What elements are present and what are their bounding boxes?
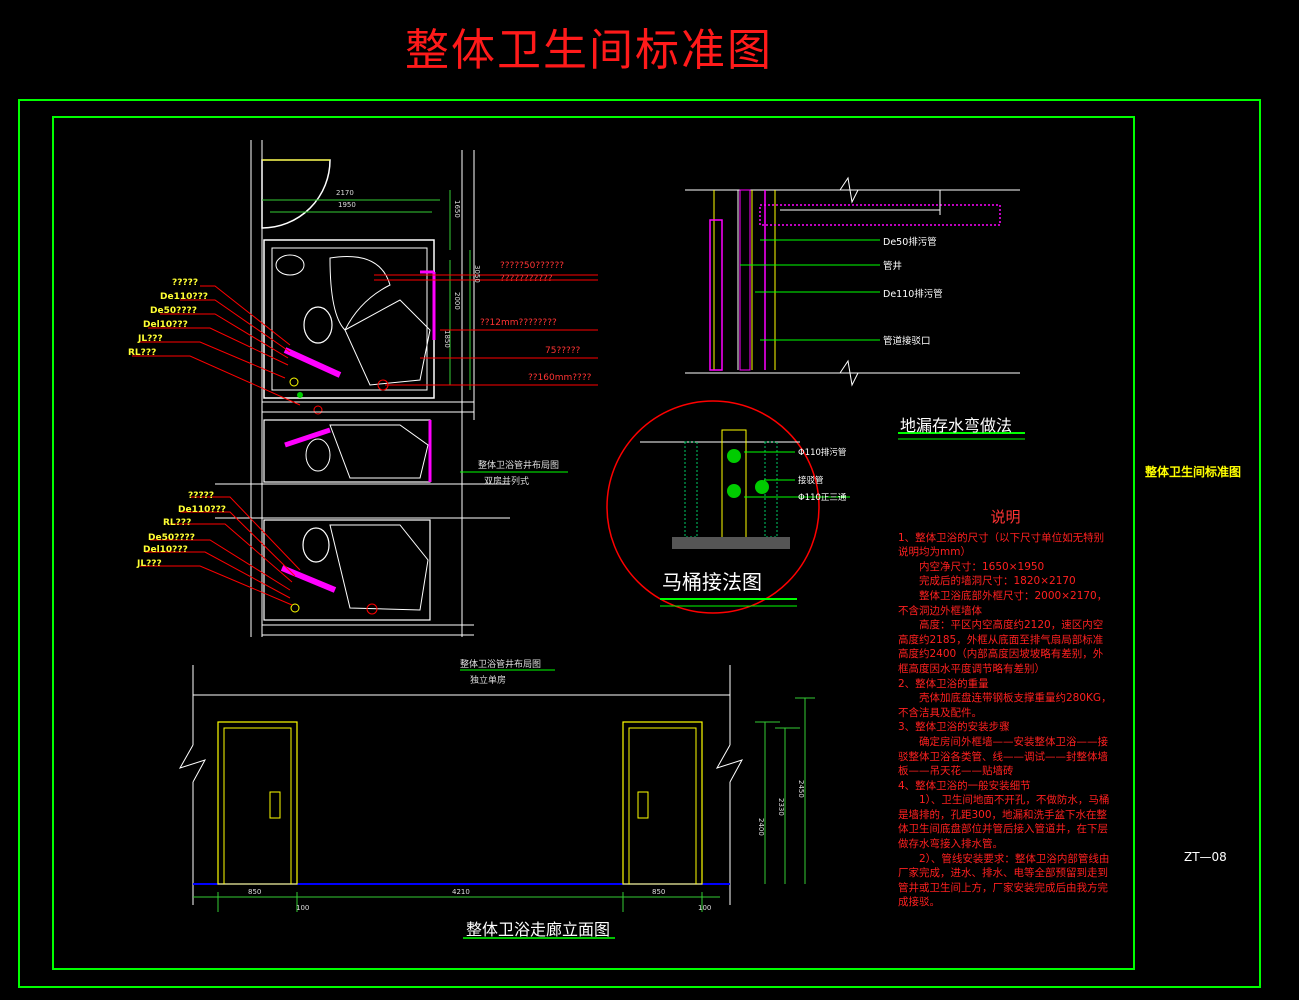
upper-label-5: JL??? <box>138 334 163 344</box>
note-line: 壳体加底盘连带钢板支撑重量约280KG，不含洁具及配件。 <box>898 692 1112 719</box>
lower-plan-caption: 整体卫浴管井布局图 <box>460 660 542 670</box>
title-block-name: 整体卫生间标准图 <box>1145 465 1242 479</box>
upper-label-1: ????? <box>172 278 199 288</box>
elev-side-dim-2: 2330 <box>777 798 785 816</box>
elev-side-dim-1: 2400 <box>757 818 765 836</box>
notes-panel: 说明 1、整体卫浴的尺寸（以下尺寸单位如无特别说明均为mm） 内空净尺寸：165… <box>898 510 1113 910</box>
leaders-lower <box>140 496 301 606</box>
trap-label-de50: De50排污管 <box>883 237 937 248</box>
dim-2000: 2000 <box>453 292 461 310</box>
dim-2170: 2170 <box>336 189 354 197</box>
inner-frame <box>52 116 1135 970</box>
note-line: 2）、管线安装要求：整体卫浴内部管线由厂家完成，进水、排水、电等全部预留到走到管… <box>898 852 1110 909</box>
note-line: 1、整体卫浴的尺寸（以下尺寸单位如无特别说明均为mm） <box>898 531 1105 559</box>
lower-label-1: ????? <box>188 491 215 501</box>
upper-right-label-2: ??????????? <box>500 274 553 284</box>
toilet-label-pipe: Φ110排污管 <box>798 448 847 458</box>
lower-label-5: Del10??? <box>143 545 188 555</box>
note-line: 2、整体卫浴的重量 <box>898 677 989 690</box>
leaders-upper <box>132 274 598 406</box>
trap-detail <box>685 176 1020 387</box>
elev-dim-mid: 4210 <box>452 888 470 896</box>
dim-1950: 1950 <box>338 201 356 209</box>
sheet-number: ZT—08 <box>1184 850 1227 864</box>
elevation-title: 整体卫浴走廊立面图 <box>466 920 611 939</box>
elev-small-dim-2: 100 <box>698 904 712 912</box>
note-line: 确定房间外框墙——安装整体卫浴——接驳整体卫浴各类管、线——调试——封整体墙板—… <box>898 735 1108 778</box>
upper-label-2: De110??? <box>160 292 209 302</box>
dim-3050: 3050 <box>473 265 481 283</box>
note-line: 整体卫浴底部外框尺寸：2000×2170，不含洞边外框墙体 <box>898 589 1108 617</box>
note-line: 1）、卫生间地面不开孔，不做防水，马桶是墙排的，孔距300，地漏和洗手盆下水在整… <box>898 794 1110 851</box>
upper-right-label-3: ??12mm???????? <box>480 318 557 328</box>
elev-side-dim-3: 2450 <box>797 780 805 798</box>
elev-small-dim-1: 100 <box>296 904 310 912</box>
toilet-label-connector: 接驳管 <box>798 476 824 486</box>
elev-dim-left: 850 <box>248 888 262 896</box>
dim-1850: 1850 <box>443 330 451 348</box>
lower-plan-subcaption: 独立单房 <box>470 676 507 686</box>
notes-title: 说明 <box>990 508 1021 526</box>
toilet-detail <box>606 400 1025 614</box>
note-line: 内空净尺寸：1650×1950 <box>898 560 1045 573</box>
upper-plan-subcaption: 双房并列式 <box>484 477 530 487</box>
upper-label-3: De50???? <box>150 306 197 316</box>
upper-plan-caption: 整体卫浴管井布局图 <box>478 461 560 471</box>
trap-detail-title: 地漏存水弯做法 <box>900 416 1013 435</box>
note-line: 高度：平区内空高度约2120，速区内空高度约2185，外框从底面至排气扇局部标准… <box>898 619 1104 675</box>
lower-label-2: De110??? <box>178 505 227 515</box>
toilet-detail-title: 马桶接法图 <box>662 570 762 594</box>
dim-1650: 1650 <box>453 200 461 218</box>
trap-label-joint: 管道接驳口 <box>883 336 931 347</box>
lower-label-6: JL??? <box>137 559 162 569</box>
lower-label-4: De50???? <box>148 533 195 543</box>
upper-right-label-5: ??160mm???? <box>528 373 592 383</box>
trap-label-de110: De110排污管 <box>883 289 943 300</box>
note-line: 4、整体卫浴的一般安装细节 <box>898 779 1031 792</box>
upper-label-4: Del10??? <box>143 320 188 330</box>
corridor-elevation <box>178 665 815 939</box>
elev-dim-right: 850 <box>652 888 666 896</box>
drawing-title: 整体卫生间标准图 <box>405 25 773 76</box>
trap-label-shaft: 管井 <box>883 261 903 272</box>
upper-label-6: RL??? <box>128 348 157 358</box>
lower-label-3: RL??? <box>163 518 192 528</box>
upper-plan <box>215 140 510 637</box>
note-line: 完成后的墙洞尺寸：1820×2170 <box>898 575 1076 588</box>
upper-right-label-4: 75????? <box>545 346 581 356</box>
upper-right-label-1: ?????50?????? <box>500 261 564 271</box>
toilet-label-tee: Φ110正三通 <box>798 493 847 503</box>
note-line: 3、整体卫浴的安装步骤 <box>898 721 1010 734</box>
outer-frame <box>18 99 1261 988</box>
